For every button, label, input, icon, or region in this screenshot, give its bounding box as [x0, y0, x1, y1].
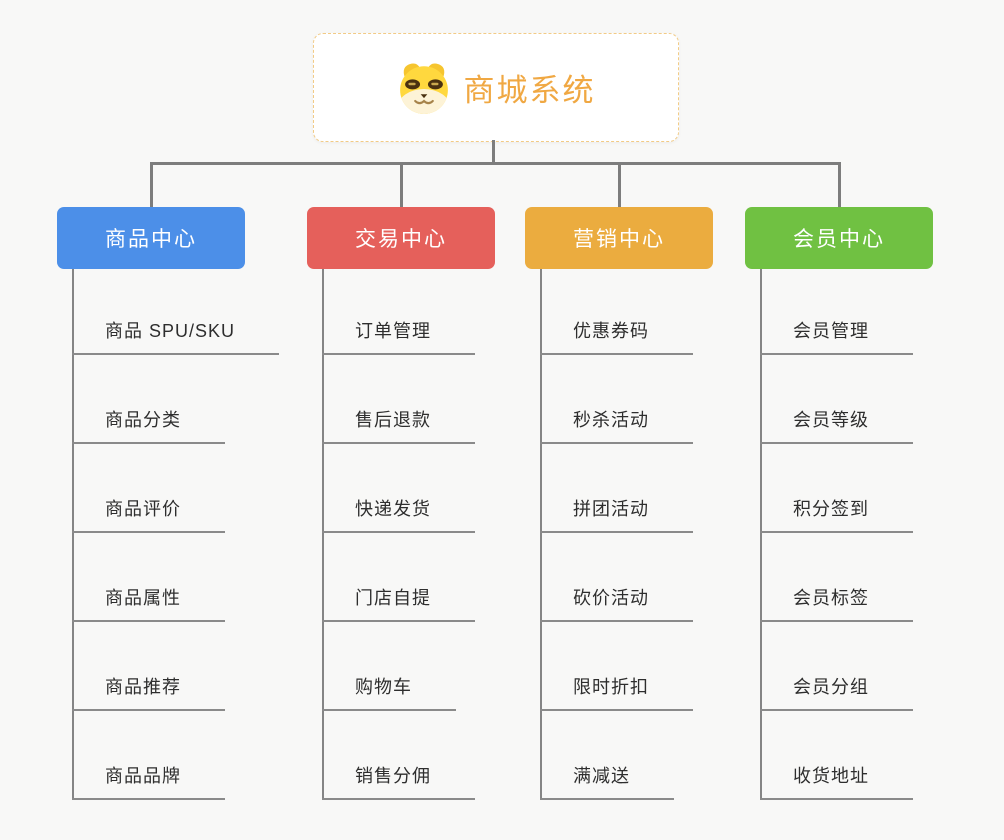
leaf-node[interactable]: 商品属性 [72, 585, 225, 622]
branch-label: 营销中心 [573, 228, 665, 251]
branch-label: 会员中心 [793, 228, 885, 251]
leaf-node[interactable]: 订单管理 [322, 318, 475, 355]
leaf-node[interactable]: 收货地址 [760, 763, 913, 800]
leaf-node[interactable]: 拼团活动 [540, 496, 693, 533]
leaf-node[interactable]: 会员分组 [760, 674, 913, 711]
connector-branch-trunk [760, 269, 762, 800]
connector-branch-drop [149, 162, 153, 208]
branch-label: 商品中心 [105, 228, 197, 251]
leaf-node[interactable]: 商品品牌 [72, 763, 225, 800]
branch-node[interactable]: 营销中心 [525, 207, 713, 269]
leaf-node[interactable]: 会员标签 [760, 585, 913, 622]
connector-horizontal [150, 162, 840, 165]
branch-label: 交易中心 [355, 228, 447, 251]
dog-face-icon [397, 61, 451, 115]
connector-branch-trunk [72, 269, 74, 800]
connector-branch-trunk [322, 269, 324, 800]
branch-node[interactable]: 交易中心 [307, 207, 495, 269]
leaf-node[interactable]: 砍价活动 [540, 585, 693, 622]
leaf-node[interactable]: 秒杀活动 [540, 407, 693, 444]
connector-branch-drop [399, 162, 403, 208]
leaf-node[interactable]: 售后退款 [322, 407, 475, 444]
leaf-node[interactable]: 优惠券码 [540, 318, 693, 355]
leaf-node[interactable]: 商品评价 [72, 496, 225, 533]
root-label: 商城系统 [463, 73, 596, 108]
root-node[interactable]: 商城系统 [313, 33, 679, 142]
connector-root-stub [492, 140, 495, 165]
leaf-node[interactable]: 限时折扣 [540, 674, 693, 711]
leaf-node[interactable]: 门店自提 [322, 585, 475, 622]
branch-node[interactable]: 商品中心 [57, 207, 245, 269]
branch-node[interactable]: 会员中心 [745, 207, 933, 269]
leaf-node[interactable]: 商品 SPU/SKU [72, 318, 280, 355]
connector-branch-drop [617, 162, 621, 208]
leaf-node[interactable]: 购物车 [322, 674, 456, 711]
leaf-node[interactable]: 积分签到 [760, 496, 913, 533]
leaf-node[interactable]: 满减送 [540, 763, 674, 800]
leaf-node[interactable]: 会员管理 [760, 318, 913, 355]
connector-branch-drop [837, 162, 841, 208]
leaf-node[interactable]: 商品分类 [72, 407, 225, 444]
leaf-node[interactable]: 会员等级 [760, 407, 913, 444]
leaf-node[interactable]: 销售分佣 [322, 763, 475, 800]
leaf-node[interactable]: 快递发货 [322, 496, 475, 533]
connector-branch-trunk [540, 269, 542, 800]
leaf-node[interactable]: 商品推荐 [72, 674, 225, 711]
